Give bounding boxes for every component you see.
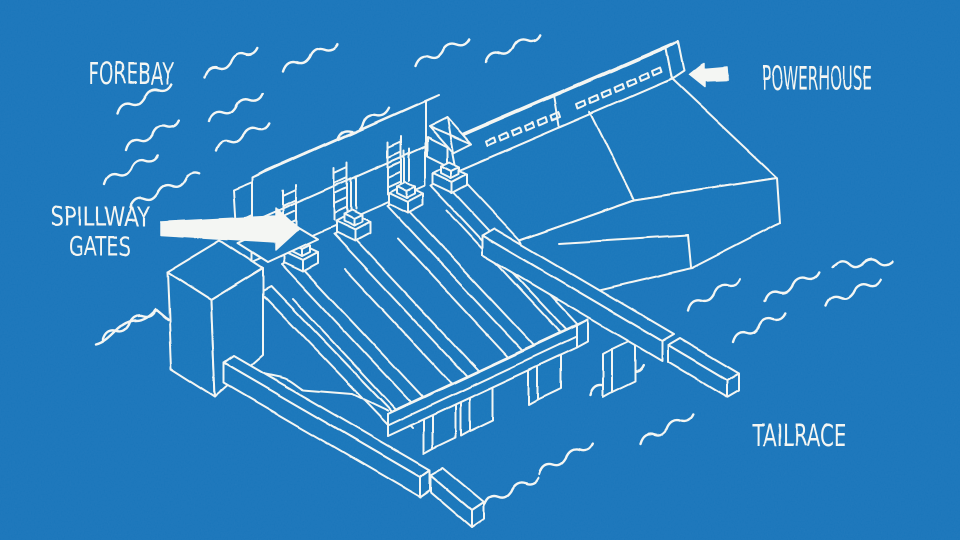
paper-texture	[0, 0, 960, 540]
diagram-canvas: FOREBAY POWERHOUSE SPILLWAY GATES TAILRA…	[0, 0, 960, 540]
blueprint-dam-diagram: FOREBAY POWERHOUSE SPILLWAY GATES TAILRA…	[0, 0, 960, 540]
